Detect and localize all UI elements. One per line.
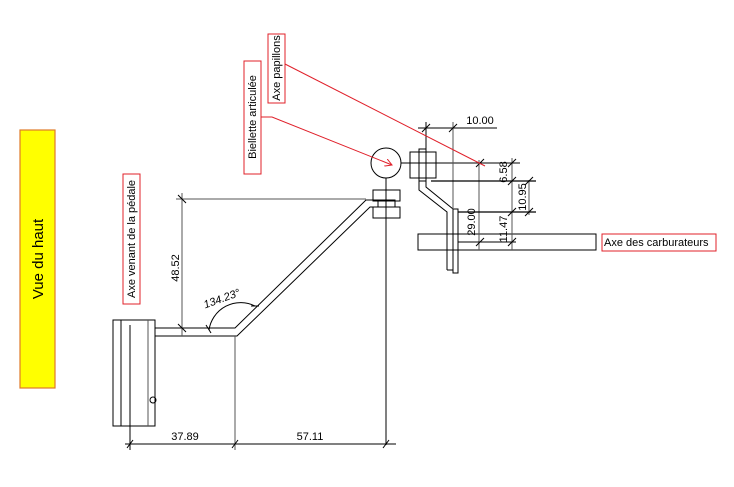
callout-butterfly-axis: Axe papillons <box>267 33 486 167</box>
dim-10-00-label: 10.00 <box>466 115 494 127</box>
dim-angle-label: 134.23° <box>202 287 242 311</box>
dim-37-89-label: 37.89 <box>171 431 199 443</box>
dim-10-95-label: 10.95 <box>517 183 529 211</box>
dim-right-stack: 6.58 10.95 29.00 11.47 <box>431 158 536 250</box>
upper-nut <box>409 148 437 182</box>
dim-11-47-label: 11.47 <box>498 216 510 243</box>
dim-57-11-label: 57.11 <box>297 431 324 443</box>
dim-48-52: 48.52 <box>170 193 366 336</box>
dim-10-00: 10.00 <box>418 115 497 209</box>
dim-bottom: 37.89 57.11 <box>125 336 396 450</box>
view-title-label: Vue du haut <box>30 218 47 299</box>
butterfly-lever <box>418 181 459 274</box>
callout-pedal-axis: Axe venant de la pédale <box>122 173 141 305</box>
dim-6-58-label: 6.58 <box>498 161 510 182</box>
callout-articulated-link: Biellette articulée <box>243 60 392 175</box>
carburetor-axis-bar <box>417 233 597 251</box>
view-title-box: Vue du haut <box>19 129 56 389</box>
lower-nut <box>372 189 401 219</box>
pedal-housing <box>112 319 157 443</box>
callout-carburetor-axis: Axe des carburateurs <box>601 233 717 252</box>
dim-angle: 134.23° <box>202 287 259 334</box>
callout-butterfly-axis-leader <box>284 63 486 167</box>
callout-carburetor-axis-label: Axe des carburateurs <box>604 237 709 249</box>
view-title-background <box>19 129 56 389</box>
callout-pedal-axis-label: Axe venant de la pédale <box>126 180 138 298</box>
pivot-hole <box>149 396 157 404</box>
dim-48-52-label: 48.52 <box>170 254 182 282</box>
callout-butterfly-axis-label: Axe papillons <box>271 35 283 101</box>
dim-29-00-label: 29.00 <box>466 208 478 236</box>
callout-articulated-link-label: Biellette articulée <box>247 75 259 159</box>
pedal-rod <box>155 199 388 337</box>
callout-articulated-link-leader <box>261 116 392 165</box>
